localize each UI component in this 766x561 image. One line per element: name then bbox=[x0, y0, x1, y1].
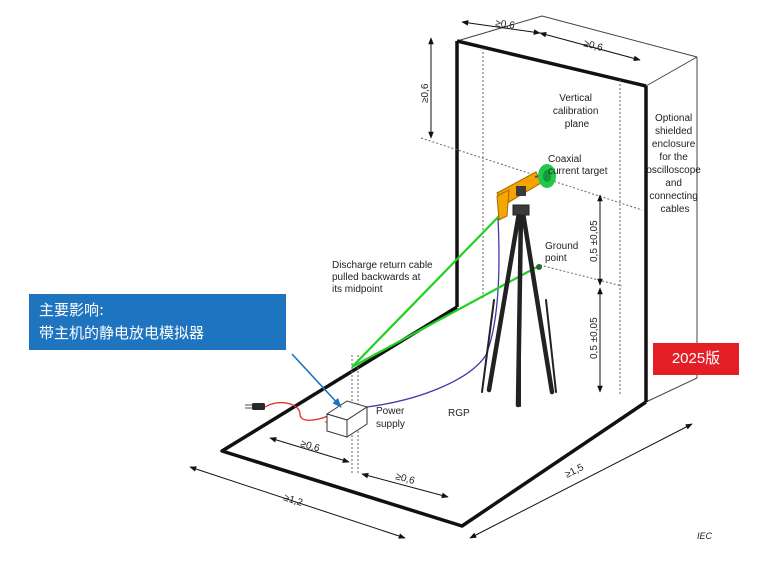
discharge-cable-label: Discharge return cable pulled backwards … bbox=[332, 260, 435, 295]
dim-floor-front-inner: ≥0,6 bbox=[394, 471, 416, 487]
discharge-return-cable-upper bbox=[351, 209, 506, 368]
callout-arrow bbox=[291, 353, 342, 408]
coaxial-current-target bbox=[538, 164, 556, 188]
rgp-label: RGP bbox=[448, 408, 470, 419]
dimension-arrows bbox=[189, 20, 693, 539]
dim-top-right: ≥0,6 bbox=[582, 38, 604, 54]
coaxial-target-label: Coaxial current target bbox=[548, 154, 608, 177]
dim-top-left: ≥0,6 bbox=[495, 18, 516, 32]
dim-left-vertical: ≥0,6 bbox=[420, 83, 431, 103]
power-cable bbox=[264, 401, 329, 421]
power-supply-label: Power supply bbox=[376, 406, 407, 430]
dim-upper-right-vertical: 0,5 ±0,05 bbox=[589, 220, 600, 262]
enclosure-label: Optional shielded enclosure for the osci… bbox=[646, 113, 703, 215]
cables bbox=[264, 209, 538, 421]
dim-floor-left-outer: ≥1,2 bbox=[282, 492, 304, 509]
dim-floor-right-outer: ≥1,5 bbox=[563, 462, 586, 481]
power-plug-icon bbox=[245, 403, 265, 410]
iec-label: IEC bbox=[697, 531, 713, 541]
vertical-calibration-plane bbox=[455, 39, 648, 402]
ground-point-label: Ground point bbox=[545, 241, 581, 264]
dim-floor-left-inner: ≥0,6 bbox=[299, 438, 321, 454]
callout-line-2: 带主机的静电放电模拟器 bbox=[39, 324, 205, 342]
tripod bbox=[481, 204, 557, 408]
hv-cable bbox=[366, 217, 500, 408]
power-supply-box bbox=[325, 400, 369, 438]
dim-lower-right-vertical: 0,5 ±0,05 bbox=[589, 317, 600, 359]
main-influence-callout: 主要影响: 带主机的静电放电模拟器 bbox=[29, 294, 286, 350]
callout-line-1: 主要影响: bbox=[39, 301, 105, 319]
vertical-plane-label: Vertical calibration plane bbox=[553, 93, 601, 130]
version-badge: 2025版 bbox=[653, 343, 739, 375]
